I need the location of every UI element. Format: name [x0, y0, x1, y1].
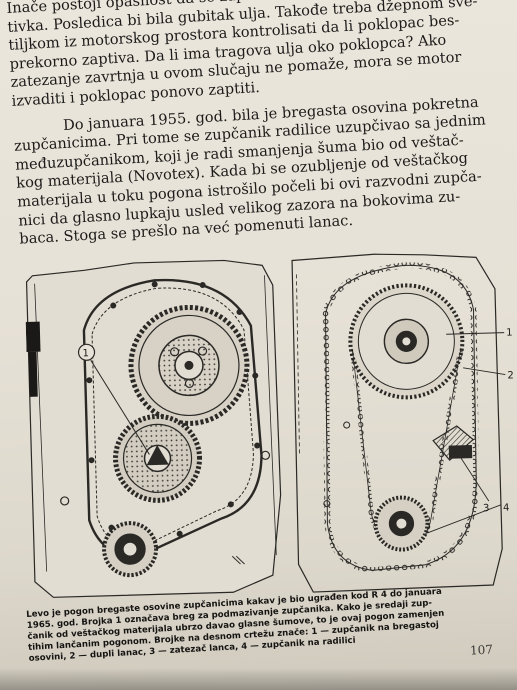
body-text: Inače postoji opasnost da se zaptivka iz…	[6, 0, 517, 249]
paragraph-2: Do januara 1955. god. bila je bregasta o…	[13, 91, 517, 249]
page-number: 107	[469, 642, 494, 658]
left-callout-1: 1	[82, 348, 89, 359]
gear-drive-drawing	[25, 259, 282, 598]
right-callout-2: 2	[507, 370, 514, 381]
page-edge-shadow	[0, 668, 517, 690]
right-callout-1: 1	[506, 327, 513, 338]
right-callout-3: 3	[483, 503, 490, 514]
right-callout-4: 4	[503, 503, 510, 514]
chain-drive-drawing	[291, 253, 506, 593]
technical-illustration: 1	[24, 248, 517, 606]
engine-timing-drawing: 1	[25, 253, 514, 598]
